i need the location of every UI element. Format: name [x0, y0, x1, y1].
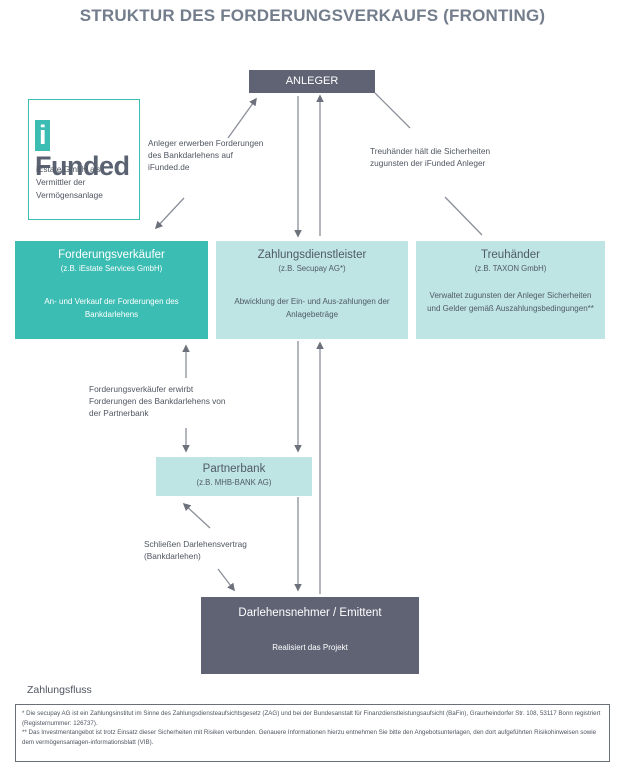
diagram-title: STRUKTUR DES FORDERUNGSVERKAUFS (FRONTIN…: [79, 6, 546, 25]
node-darlehensnehmer-desc: Realisiert das Projekt: [272, 643, 348, 652]
line-anleger-treuhaender-top: [374, 92, 411, 129]
annotation-darlehensvertrag: Schließen Darlehensvertrag (Bankdarlehen…: [144, 539, 247, 561]
annotation-anleger-erwerben: Anleger erwerben Forderungen des Bankdar…: [148, 138, 264, 172]
ifunded-logo-text: Funded: [35, 151, 130, 181]
node-treuhaender-title: Treuhänder: [480, 249, 541, 261]
node-partnerbank: Partnerbank (z.B. MHB-BANK AG): [156, 457, 312, 496]
node-treuhaender-subtitle: (z.B. TAXON GmbH): [474, 264, 547, 273]
line-anleger-treuhaender-bottom: [444, 196, 483, 236]
node-forderungsverkaeufer-desc: An- und Verkauf der Forderungen des Bank…: [44, 297, 179, 319]
legend-label: Zahlungsfluss: [27, 684, 92, 696]
node-forderungsverkaeufer-subtitle: (z.B. iEstate Services GmbH): [60, 264, 163, 273]
arrow-annotation-to-verkaeufer: [154, 197, 185, 230]
node-treuhaender: Treuhänder (z.B. TAXON GmbH) Verwaltet z…: [416, 241, 605, 339]
node-zahlungsdienstleister: Zahlungsdienstleister (z.B. Secupay AG*)…: [216, 241, 408, 339]
arrow-annotation-to-partnerbank-diag: [182, 502, 211, 529]
footnote-line-2: ** Das Investmentangebot ist trotz Einsa…: [22, 729, 597, 746]
node-zahlungsdienstleister-title: Zahlungsdienstleister: [257, 249, 367, 261]
annotation-verkaeufer-erwirbt: Forderungsverkäufer erwirbt Forderungen …: [89, 384, 226, 418]
footnote-line-1: * Die secupay AG ist ein Zahlungsinstitu…: [22, 710, 601, 727]
node-darlehensnehmer-title: Darlehensnehmer / Emittent: [238, 607, 382, 619]
node-anleger-title: ANLEGER: [285, 75, 339, 87]
ifunded-logo-box: iFunded iEstate GmbH als Vermittler der …: [28, 99, 140, 220]
node-zahlungsdienstleister-subtitle: (z.B. Secupay AG*): [278, 264, 346, 273]
node-partnerbank-title: Partnerbank: [202, 463, 266, 475]
footnote-box: * Die secupay AG ist ein Zahlungsinstitu…: [15, 704, 610, 762]
ifunded-logo: iFunded: [35, 120, 139, 182]
node-forderungsverkaeufer-title: Forderungsverkäufer: [58, 249, 165, 261]
node-forderungsverkaeufer: Forderungsverkäufer (z.B. iEstate Servic…: [15, 241, 208, 339]
logo-caption: iEstate GmbH als Vermittler der Vermögen…: [36, 164, 103, 200]
annotation-treuhaender-haelt: Treuhänder hält die Sicherheiten zugunst…: [370, 146, 491, 168]
arrow-verkaeufer-to-anleger: [227, 97, 257, 139]
arrow-annotation-to-darlehen: [217, 568, 235, 592]
node-anleger: ANLEGER: [249, 70, 375, 93]
ifunded-logo-i: i: [35, 120, 51, 151]
node-darlehensnehmer: Darlehensnehmer / Emittent Realisiert da…: [201, 597, 419, 674]
node-zahlungsdienstleister-desc: Abwicklung der Ein- und Aus-zahlungen de…: [234, 297, 390, 319]
node-treuhaender-desc: Verwaltet zugunsten der Anleger Sicherhe…: [427, 291, 594, 313]
node-partnerbank-subtitle: (z.B. MHB-BANK AG): [196, 478, 272, 487]
